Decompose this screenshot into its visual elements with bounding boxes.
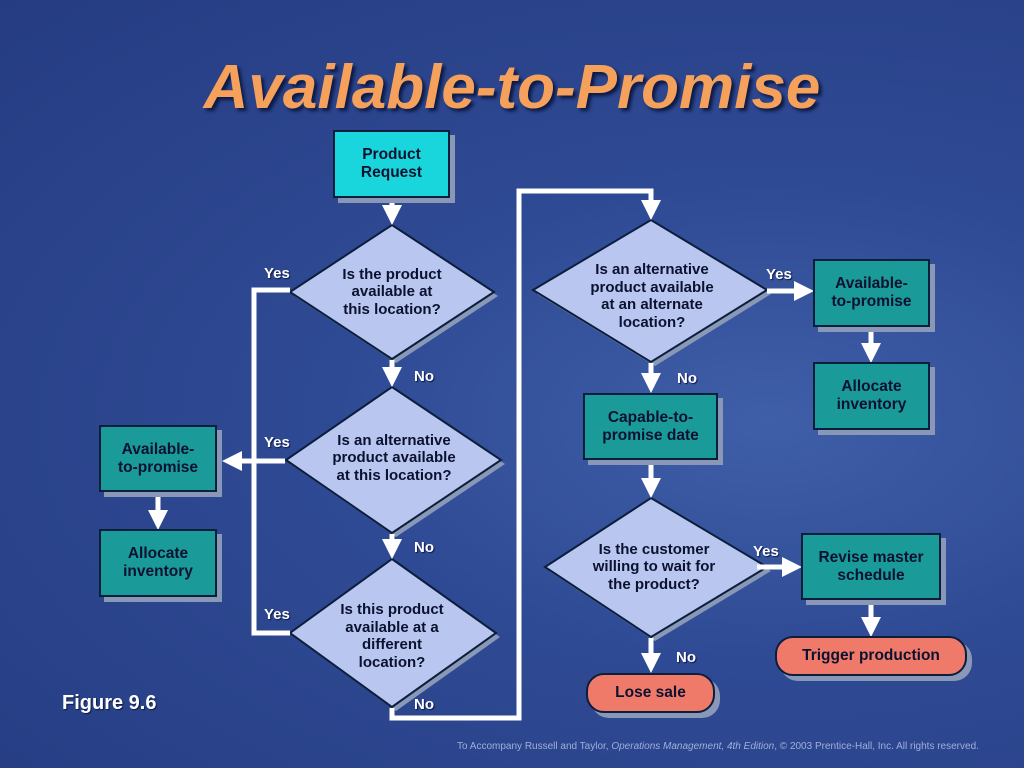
decision-text-5: Is the customer willing to wait for the … bbox=[592, 540, 716, 593]
no-label-d3: No bbox=[414, 696, 434, 713]
decision-diamond-1 bbox=[288, 223, 496, 361]
footer-book: Operations Management, 4th Edition bbox=[611, 741, 775, 752]
yes-label-d1: Yes bbox=[264, 265, 290, 282]
yes-label-d3: Yes bbox=[264, 606, 290, 623]
page-title: Available-to-Promise bbox=[203, 53, 821, 122]
capable-to-promise-box: Capable-to- promise date bbox=[583, 393, 718, 460]
no-label-d5: No bbox=[676, 649, 696, 666]
trigger-production-terminal: Trigger production bbox=[775, 636, 967, 676]
decision-text-2: Is an alternative product available at t… bbox=[332, 431, 456, 484]
no-label-d1: No bbox=[414, 368, 434, 385]
figure-label: Figure 9.6 bbox=[62, 692, 157, 714]
no-path-d3-to-d4 bbox=[389, 188, 661, 721]
yes-label-d5: Yes bbox=[753, 543, 779, 560]
available-to-promise-box-right: Available- to-promise bbox=[813, 259, 930, 327]
decision-text-1: Is the product available at this locatio… bbox=[342, 265, 442, 318]
decision-diamond-2 bbox=[284, 385, 503, 535]
no-label-d2: No bbox=[414, 539, 434, 556]
allocate-inventory-box-right: Allocate inventory bbox=[813, 362, 930, 430]
footer-suffix: , © 2003 Prentice-Hall, Inc. All rights … bbox=[774, 741, 979, 752]
decision-diamond-3 bbox=[288, 557, 498, 709]
available-to-promise-box-left: Available- to-promise bbox=[99, 425, 217, 492]
lose-sale-terminal: Lose sale bbox=[586, 673, 715, 713]
decision-text-3: Is this product available at a different… bbox=[340, 601, 444, 671]
yes-label-d4: Yes bbox=[766, 266, 792, 283]
no-label-d4: No bbox=[677, 370, 697, 387]
decision-text-4: Is an alternative product available at a… bbox=[590, 261, 714, 331]
footer-credit: To Accompany Russell and Taylor, Operati… bbox=[457, 741, 979, 752]
revise-master-schedule-box: Revise master schedule bbox=[801, 533, 941, 600]
product-request-box: Product Request bbox=[333, 130, 450, 198]
yes-label-d2: Yes bbox=[264, 434, 290, 451]
allocate-inventory-box-left: Allocate inventory bbox=[99, 529, 217, 597]
decision-diamond-4 bbox=[531, 218, 769, 364]
decision-diamond-5 bbox=[543, 496, 769, 639]
footer-prefix: To Accompany Russell and Taylor, bbox=[457, 741, 612, 752]
